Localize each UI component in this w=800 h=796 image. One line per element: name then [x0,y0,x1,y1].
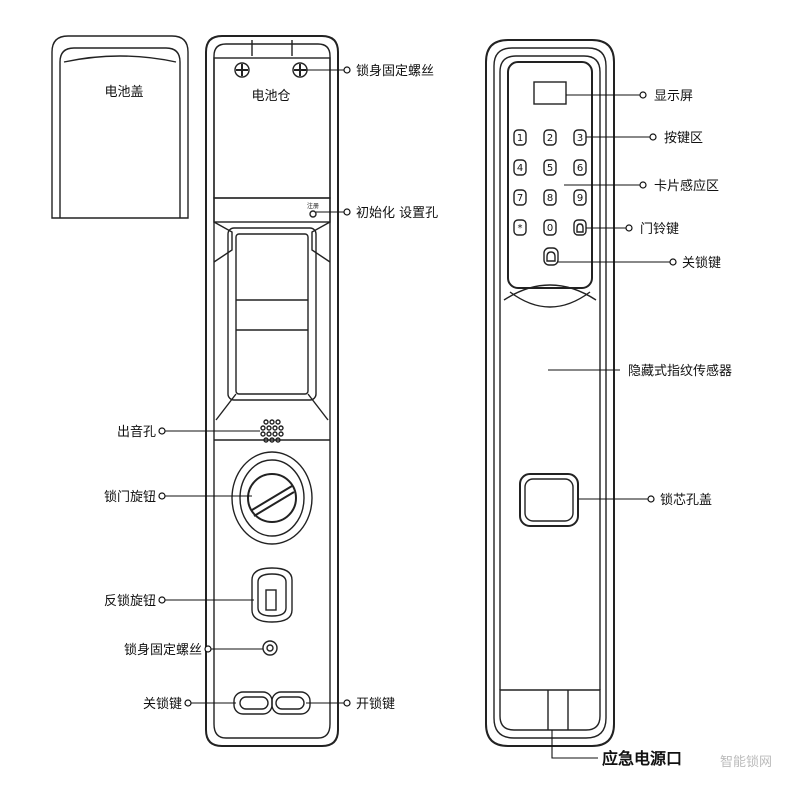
handle [227,227,317,401]
callout-deadlock-knob-label: 反锁旋钮 [104,593,156,609]
init-hole [309,210,317,218]
screw-bottom [262,640,278,656]
battery-cover: 电池盖 [51,35,189,219]
key-3-label: 3 [577,133,583,144]
key-4 [513,159,527,176]
key-star [513,219,527,236]
watermark: 智能锁网 [720,754,772,770]
glass-panel [507,61,593,289]
battery-cover-label: 电池盖 [104,85,143,100]
callout-card-area-label: 卡片感应区 [654,178,719,194]
battery-compartment-label: 电池仓 [251,89,290,104]
key-5-label: 5 [547,163,553,174]
close-button-shape [233,691,273,715]
deadlock-knob [251,567,293,623]
cylinder-cover [519,473,579,527]
key-5 [543,159,557,176]
open-button-shape [271,691,311,715]
callout-lock-screw-top-label: 锁身固定螺丝 [356,63,434,79]
callout-init-hole: 初始化 设置孔 [316,206,438,221]
callout-init-hole-label: 初始化 设置孔 [356,206,438,221]
callout-lock-key: 关锁键 [558,255,721,271]
callout-close-key: 关锁键 [143,696,236,712]
callout-keypad: 按键区 [586,131,703,146]
callout-lock-screw-bottom: 锁身固定螺丝 [124,642,263,658]
callout-card-area: 卡片感应区 [564,178,719,194]
callout-emergency-power-label: 应急电源口 [602,749,682,768]
callout-cylinder-cover-label: 锁芯孔盖 [660,492,712,508]
key-1 [513,129,527,146]
key-9 [573,189,587,206]
callout-deadlock-knob: 反锁旋钮 [104,593,254,609]
key-6 [573,159,587,176]
callout-lock-screw-top: 锁身固定螺丝 [302,63,434,79]
key-8 [543,189,557,206]
display-screen [533,81,567,105]
callout-lock-screw-bottom-label: 锁身固定螺丝 [124,642,202,658]
callout-display: 显示屏 [566,89,693,104]
screw-top-left [234,62,250,78]
callout-emergency-power: 应急电源口 [551,730,682,768]
callout-door-knob-label: 锁门旋钮 [104,489,156,505]
door-knob [231,451,313,545]
key-2-label: 2 [547,133,553,144]
callout-fingerprint: 隐藏式指纹传感器 [548,363,732,379]
key-1-label: 1 [517,133,523,144]
key-9-label: 9 [577,193,583,204]
callout-open-key-label: 开锁键 [356,696,395,712]
doorbell-key [573,219,587,236]
key-7-label: 7 [517,193,523,204]
keypad: 1 2 3 4 5 6 7 8 9 * 0 [513,129,587,266]
callout-open-key: 开锁键 [306,696,395,712]
callout-display-label: 显示屏 [654,89,693,104]
callout-lock-key-label: 关锁键 [682,255,721,271]
key-0 [543,219,557,236]
callout-keypad-label: 按键区 [664,131,703,146]
key-6-label: 6 [577,163,583,174]
exterior-lock-panel: 1 2 3 4 5 6 7 8 9 * 0 [485,39,615,747]
callout-close-key-label: 关锁键 [143,696,182,712]
interior-lock-body: 电池仓 注册 [205,35,339,747]
callout-door-knob: 锁门旋钮 [104,489,252,505]
lock-key-icon [543,247,559,266]
callout-doorbell: 门铃键 [586,222,679,237]
callout-cylinder-cover: 锁芯孔盖 [578,492,712,508]
key-2 [543,129,557,146]
key-4-label: 4 [517,163,523,174]
key-0-label: 0 [547,223,553,234]
reset-small-label: 注册 [307,202,319,210]
callout-sound-hole-label: 出音孔 [117,424,156,440]
key-8-label: 8 [547,193,553,204]
key-7 [513,189,527,206]
key-star-label: * [518,223,523,234]
callout-sound-hole: 出音孔 [117,424,260,440]
speaker-grille [260,419,284,443]
callout-fingerprint-label: 隐藏式指纹传感器 [628,363,732,379]
callout-doorbell-label: 门铃键 [640,222,679,237]
